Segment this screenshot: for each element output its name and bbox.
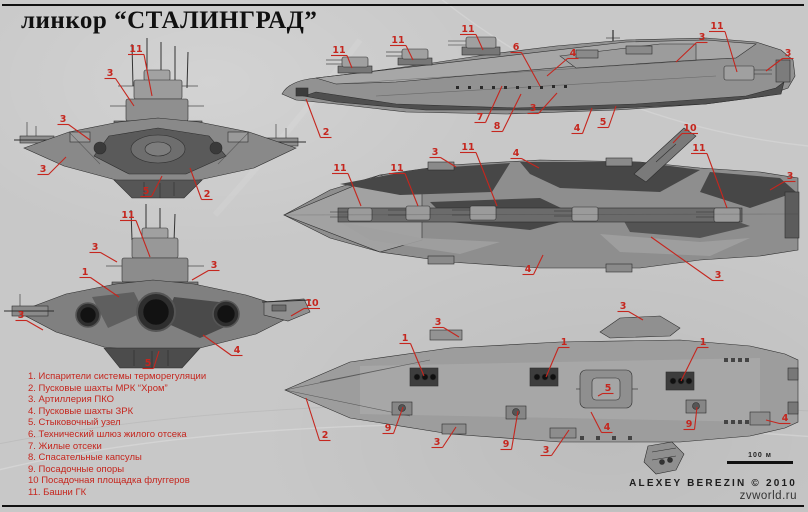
bottom-view-illustration xyxy=(280,302,804,478)
top-view-illustration xyxy=(280,122,804,294)
legend-item: 9. Посадочные опоры xyxy=(28,463,125,475)
credit-block: ALEXEY BEREZIN © 2010 zvworld.ru xyxy=(629,478,797,502)
rear-view-illustration xyxy=(4,202,312,378)
legend-item: 2. Пусковые шахты МРК “Хром” xyxy=(28,382,168,394)
side-view-illustration xyxy=(276,16,804,140)
legend-item: 1. Испарители системы терморегуляции xyxy=(28,371,207,382)
top-border-line xyxy=(2,4,804,6)
website-credit: zvworld.ru xyxy=(739,490,797,502)
legend-item: 6. Технический шлюз жилого отсека xyxy=(28,428,187,440)
legend-item: 11. Башни ГК xyxy=(28,486,87,498)
legend-item: 3. Артиллерия ПКО xyxy=(28,394,115,406)
poster-title: линкор “СТАЛИНГРАД” xyxy=(21,7,318,34)
front-view-illustration xyxy=(14,36,306,208)
legend-item: 10 Посадочная площадка флуггеров xyxy=(28,475,190,487)
legend-item: 8. Спасательные капсулы xyxy=(28,452,142,464)
legend-item: 5. Стыковочный узел xyxy=(28,417,121,429)
bottom-border-line xyxy=(2,505,804,507)
scale-bar: 100 м xyxy=(727,452,793,464)
legend-item: 7. Жилые отсеки xyxy=(28,440,102,452)
legend-list: 1. Испарители системы терморегуляции 2. … xyxy=(28,371,206,499)
scale-bar-label: 100 м xyxy=(748,452,772,459)
legend-item: 4. Пусковые шахты ЗРК xyxy=(28,405,134,417)
scale-bar-line xyxy=(727,461,793,464)
author-credit: ALEXEY BEREZIN © 2010 xyxy=(629,478,797,489)
